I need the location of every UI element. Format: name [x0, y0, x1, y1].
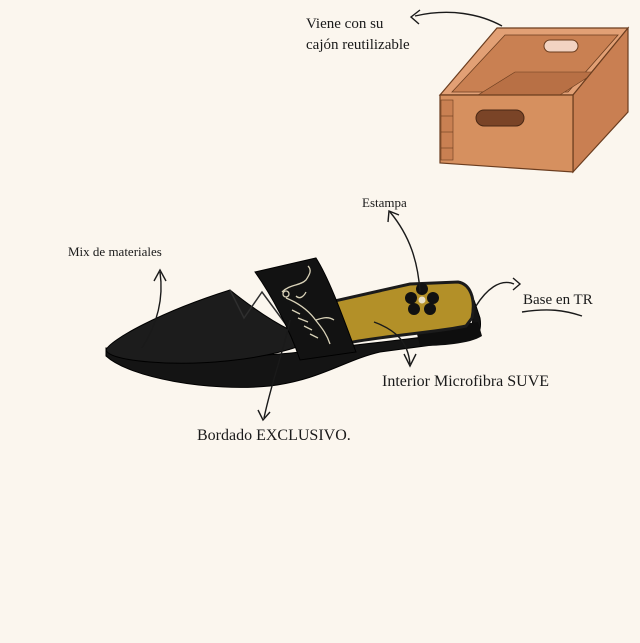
estampa-arrowhead	[387, 210, 400, 223]
box-label-line2: cajón reutilizable	[306, 37, 410, 53]
base-arrow	[475, 281, 515, 307]
mix-materials-label: Mix de materiales	[68, 244, 162, 259]
tiger-embroidery	[281, 265, 335, 345]
annotation-arrows	[141, 9, 583, 422]
box-arrowhead	[409, 9, 421, 25]
box-arrow	[414, 11, 503, 27]
wooden-box-illustration	[438, 26, 630, 174]
interior-label: Interior Microfibra SUVE	[382, 373, 550, 390]
embroidery-label: Bordado EXCLUSIVO.	[197, 427, 351, 444]
interior-arrow	[373, 321, 411, 365]
box-label-line1: Viene con su	[306, 16, 384, 32]
print-label: Estampa	[362, 195, 407, 210]
base-arrowhead	[512, 277, 522, 291]
bordado-arrowhead	[257, 409, 271, 422]
mule-shoe-illustration	[105, 257, 482, 388]
base-underline	[521, 309, 583, 317]
estampa-arrow	[389, 211, 421, 293]
base-label: Base en TR	[523, 292, 593, 308]
bordado-arrow	[263, 319, 291, 419]
mix-arrowhead	[153, 268, 167, 282]
interior-arrowhead	[403, 353, 417, 368]
mix-arrow	[141, 271, 162, 349]
box-label: Viene con su cajón reutilizable	[306, 14, 410, 56]
